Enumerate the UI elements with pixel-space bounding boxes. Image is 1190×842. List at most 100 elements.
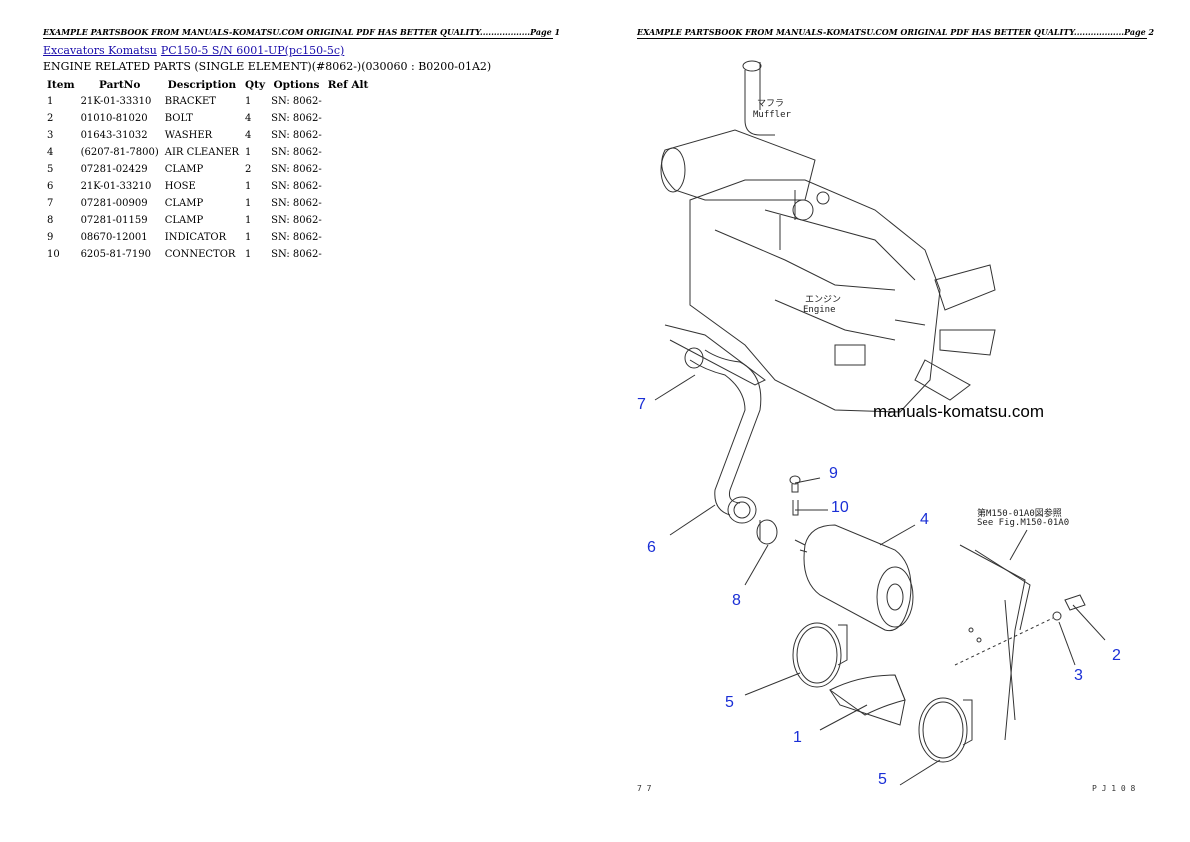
col-header-refalt: Ref Alt [327,78,369,91]
col-header-item: Item [47,78,75,91]
cell-partno: 6205-81-7190 [80,249,151,260]
table-row: 2 01010-81020 BOLT 4 SN: 8062- [44,110,371,127]
cell-qty: 4 [245,113,252,124]
cell-item: 9 [47,232,54,243]
cell-partno: 21K-01-33310 [80,96,152,107]
cell-refalt [325,110,372,127]
cell-description: INDICATOR [164,232,227,243]
cell-qty: 1 [245,198,252,209]
cell-description: HOSE [164,181,196,192]
col-header-qty: Qty [245,78,266,91]
cell-options: SN: 8062- [271,113,322,124]
cell-qty: 1 [245,181,252,192]
left-page: EXAMPLE PARTSBOOK FROM MANUALS-KOMATSU.C… [43,27,561,263]
callout-8: 8 [732,592,741,609]
callout-1: 1 [793,729,802,746]
cell-refalt [325,229,372,246]
engine-label-en: Engine [803,305,836,315]
cell-partno: 07281-02429 [80,164,148,175]
cell-item: 3 [47,130,54,141]
engine-label-jp: エンジン [805,295,842,305]
callout-3: 3 [1074,667,1083,684]
table-row: 9 08670-12001 INDICATOR 1 SN: 8062- [44,229,371,246]
cell-options: SN: 8062- [271,164,322,175]
footer-left-code: 7 7 [637,784,652,793]
cell-description: BOLT [164,113,193,124]
cell-options: SN: 8062- [271,198,322,209]
callout-5-right: 5 [878,771,887,788]
section-title: ENGINE RELATED PARTS (SINGLE ELEMENT)(#8… [43,60,492,73]
cell-refalt [325,246,372,263]
cell-qty: 1 [245,96,252,107]
cell-options: SN: 8062- [271,249,322,260]
cell-qty: 1 [245,147,252,158]
cell-item: 2 [47,113,54,124]
cell-qty: 1 [245,215,252,226]
col-header-description: Description [167,78,237,91]
parts-table: Item PartNo Description Qty Options Ref … [44,76,371,263]
cell-refalt [325,127,372,144]
cell-qty: 1 [245,249,252,260]
cell-qty: 2 [245,164,252,175]
page-header: EXAMPLE PARTSBOOK FROM MANUALS-KOMATSU.C… [637,27,1155,39]
cell-item: 10 [47,249,60,260]
cell-options: SN: 8062- [271,181,322,192]
cell-description: AIR CLEANER [164,147,240,158]
callout-4: 4 [920,511,929,528]
cell-options: SN: 8062- [271,96,322,107]
cell-description: CONNECTOR [164,249,236,260]
table-row: 7 07281-00909 CLAMP 1 SN: 8062- [44,195,371,212]
table-row: 8 07281-01159 CLAMP 1 SN: 8062- [44,212,371,229]
callout-7: 7 [637,396,646,413]
cell-options: SN: 8062- [271,232,322,243]
cell-partno: 21K-01-33210 [80,181,152,192]
muffler-label-en: Muffler [753,110,791,120]
cell-qty: 4 [245,130,252,141]
watermark-text: manuals-komatsu.com [873,402,1045,421]
cell-refalt [325,212,372,229]
reference-label-en: See Fig.M150-01A0 [977,518,1070,528]
cell-description: CLAMP [164,215,204,226]
col-header-options: Options [273,78,320,91]
callout-5-left: 5 [725,694,734,711]
breadcrumb-link-model[interactable]: PC150-5 S/N 6001-UP(pc150-5c) [160,44,345,57]
callout-10: 10 [831,499,849,516]
table-row: 6 21K-01-33210 HOSE 1 SN: 8062- [44,178,371,195]
cell-item: 1 [47,96,54,107]
cell-item: 6 [47,181,54,192]
col-header-partno: PartNo [98,78,141,91]
page-header: EXAMPLE PARTSBOOK FROM MANUALS-KOMATSU.C… [43,27,561,39]
cell-partno: 08670-12001 [80,232,148,243]
exploded-view-drawing [654,60,1106,786]
cell-description: CLAMP [164,198,204,209]
cell-refalt [325,93,372,110]
reference-label-jp: 第M150-01A0図参照 [977,509,1062,519]
cell-item: 7 [47,198,54,209]
cell-qty: 1 [245,232,252,243]
cell-description: WASHER [164,130,213,141]
table-row: 5 07281-02429 CLAMP 2 SN: 8062- [44,161,371,178]
parts-diagram: マフラ Muffler エンジン Engine 第M150-01A0図参照 Se… [595,40,1190,800]
cell-refalt [325,161,372,178]
cell-partno: 01010-81020 [80,113,148,124]
callout-9: 9 [829,465,838,482]
cell-options: SN: 8062- [271,215,322,226]
table-header-row: Item PartNo Description Qty Options Ref … [44,76,371,93]
cell-refalt [325,178,372,195]
cell-refalt [325,195,372,212]
callout-6: 6 [647,539,656,556]
cell-options: SN: 8062- [271,147,322,158]
breadcrumb-link-excavators[interactable]: Excavators Komatsu [43,44,157,57]
right-page: EXAMPLE PARTSBOOK FROM MANUALS-KOMATSU.C… [595,0,1190,842]
cell-partno: 01643-31032 [80,130,148,141]
muffler-label-jp: マフラ [757,99,785,109]
table-row: 4 (6207-81-7800) AIR CLEANER 1 SN: 8062- [44,144,371,161]
cell-item: 4 [47,147,54,158]
cell-partno: 07281-00909 [80,198,148,209]
cell-refalt [325,144,372,161]
callout-2: 2 [1112,647,1121,664]
cell-description: BRACKET [164,96,216,107]
cell-item: 8 [47,215,54,226]
table-row: 1 21K-01-33310 BRACKET 1 SN: 8062- [44,93,371,110]
